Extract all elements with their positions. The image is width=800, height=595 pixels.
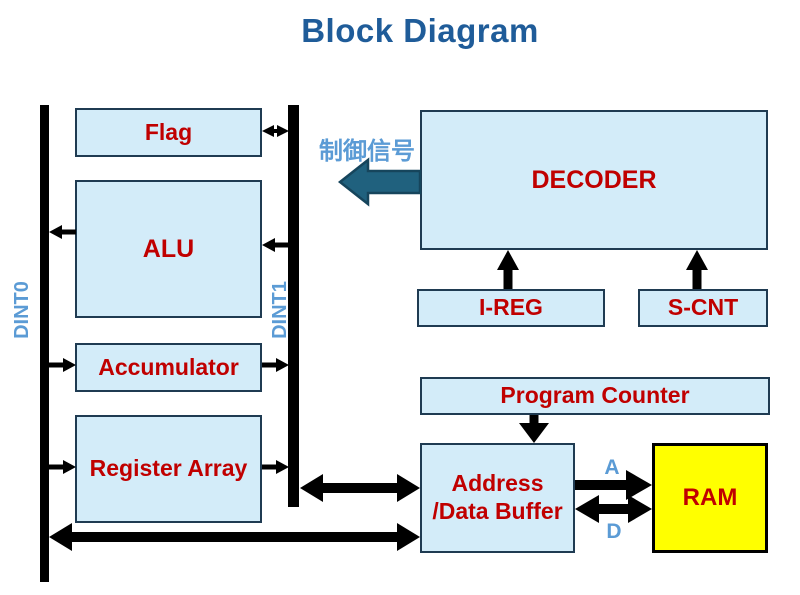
control-signal-arrow (337, 157, 422, 207)
block-s-cnt-label: S-CNT (667, 294, 739, 321)
block-program-counter-label: Program Counter (500, 382, 690, 409)
arrow-busright-buffer (300, 474, 420, 502)
bus-bar-left (40, 105, 49, 582)
arrow-flag-busright (262, 125, 289, 137)
block-s-cnt: S-CNT (638, 289, 768, 327)
address-line-label: A (604, 456, 620, 479)
block-register-array-label: Register Array (89, 455, 248, 482)
arrow-busleft-to-accumulator (49, 358, 76, 372)
arrow-accumulator-to-busright (262, 358, 289, 372)
block-i-reg-label: I-REG (479, 294, 543, 321)
arrow-buffer-ram-data (575, 495, 652, 523)
arrow-busleft-to-register-array (49, 460, 76, 474)
arrow-scnt-to-decoder (686, 250, 708, 289)
block-decoder-label: DECODER (531, 166, 657, 194)
block-ram-label: RAM (682, 483, 738, 511)
arrow-busright-to-alu (262, 238, 289, 252)
block-i-reg: I-REG (417, 289, 605, 327)
arrow-busleft-buffer-bottom (49, 523, 420, 551)
bus-label-dint1: DINT1 (269, 281, 291, 339)
block-accumulator: Accumulator (75, 343, 262, 392)
block-address-data-buffer: Address /Data Buffer (420, 443, 575, 553)
diagram-title: Block Diagram (301, 12, 539, 49)
control-signal-label: 制御信号 (319, 138, 415, 165)
arrow-ireg-to-decoder (497, 250, 519, 289)
block-register-array: Register Array (75, 415, 262, 523)
block-decoder: DECODER (420, 110, 768, 250)
block-program-counter: Program Counter (420, 377, 770, 415)
arrow-register-array-to-busright (262, 460, 289, 474)
block-address-data-buffer-line1: Address (451, 470, 544, 497)
block-address-data-buffer-line2: /Data Buffer (432, 498, 563, 524)
data-line-label: D (606, 520, 622, 543)
block-ram: RAM (652, 443, 768, 553)
arrow-pc-to-buffer (519, 415, 549, 443)
bus-label-dint0: DINT0 (11, 281, 33, 339)
block-flag: Flag (75, 108, 262, 157)
arrow-alu-to-busleft (49, 225, 76, 239)
block-flag-label: Flag (144, 118, 193, 145)
block-alu: ALU (75, 180, 262, 318)
block-alu-label: ALU (142, 235, 195, 263)
block-accumulator-label: Accumulator (98, 353, 239, 380)
